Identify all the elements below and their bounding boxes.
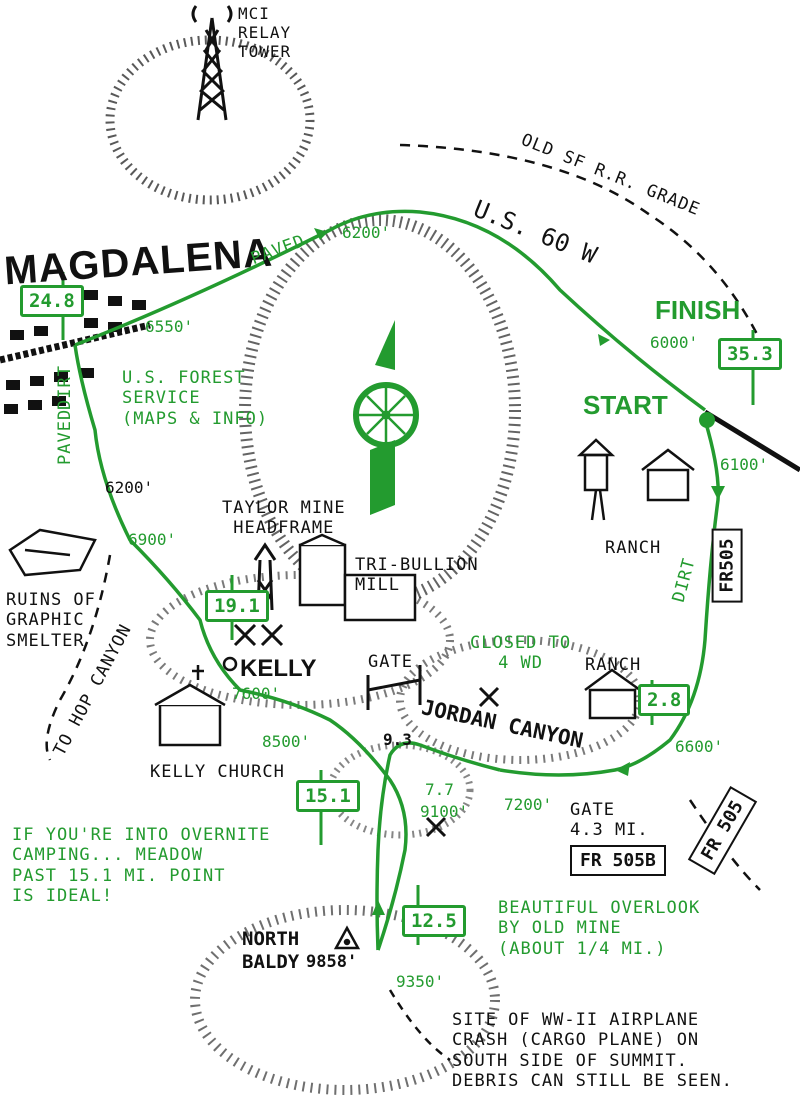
summit-triangle-icon [333, 925, 361, 950]
start-marker [699, 412, 715, 428]
kelly-label: KELLY [240, 655, 317, 682]
taylor-mine-label: TAYLOR MINE HEADFRAME [222, 498, 346, 539]
elevation-label: 6000' [650, 333, 699, 352]
mileage-label: 7.7 [425, 780, 454, 799]
tower-label: MCI RELAY TOWER [238, 4, 292, 62]
overlook-note: BEAUTIFUL OVERLOOK BY OLD MINE (ABOUT 1/… [498, 898, 701, 959]
route-arrow [615, 762, 630, 776]
gate-label: GATE [368, 652, 413, 672]
elevation-label: 6200' [105, 478, 154, 497]
church-icon [154, 665, 226, 747]
north-baldy-elev: 9858' [306, 952, 358, 972]
us60-east [703, 409, 800, 473]
gate-icon [366, 665, 422, 710]
tri-bullion-label: TRI-BULLION MILL [355, 555, 479, 596]
north-arrow-icon [353, 320, 419, 515]
elevation-label: 6900' [128, 530, 177, 549]
magdalena-street [0, 321, 151, 364]
fr505-sign: FR505 [711, 528, 743, 603]
route-arrow [314, 228, 328, 240]
milepost-sign: 15.1 [296, 780, 360, 812]
fr505b-sign: FR 505B [570, 845, 666, 876]
elevation-label: 7200' [504, 795, 553, 814]
route-arrow [372, 900, 385, 915]
mileage-label: 9.3 [383, 730, 412, 749]
kelly-hill [146, 571, 454, 709]
milepost-sign: 24.8 [20, 285, 84, 317]
route-arrow [598, 334, 610, 346]
closed-label: CLOSED TO 4 WD [470, 633, 572, 674]
ranch-house-icon [584, 668, 641, 720]
mill-building-icon [298, 533, 417, 622]
milepost-sign: 2.8 [638, 684, 691, 716]
ranch-label: RANCH [605, 538, 662, 558]
elevation-label: 6200' [342, 223, 391, 242]
route-paved-top [74, 209, 707, 412]
elevation-label: 6600' [675, 737, 724, 756]
baldy-hill [190, 905, 500, 1095]
route-arrow [711, 486, 725, 500]
ranch-house-icon [576, 438, 695, 521]
ranch-label: RANCH [585, 655, 642, 675]
crash-note: SITE OF WW-II AIRPLANE CRASH (CARGO PLAN… [452, 1010, 733, 1092]
dirt-left-label: DIRT [55, 365, 75, 410]
elevation-label: 9100' [420, 802, 469, 821]
elevation-label: 8500' [262, 732, 311, 751]
rr-grade-line [399, 143, 762, 341]
central-hill [239, 214, 521, 606]
tower-hill [105, 35, 315, 205]
north-baldy-label: NORTH BALDY [242, 928, 300, 973]
relay-tower-icon [191, 5, 233, 121]
milepost-sign: 19.1 [205, 590, 269, 622]
elevation-label: 6100' [720, 455, 769, 474]
baldy-trail [388, 989, 451, 1062]
milepost-sign: 12.5 [402, 905, 466, 937]
elevation-label: 7600' [232, 684, 281, 703]
paved-left-label: PAVED [55, 408, 75, 465]
mine-headframe-icon [253, 542, 277, 611]
route-kelly-link [73, 344, 408, 951]
forest-service-label: U.S. FOREST SERVICE (MAPS & INFO) [122, 368, 269, 429]
elevation-label: 9350' [396, 972, 445, 991]
ruins-label: RUINS OF GRAPHIC SMELTER [6, 590, 96, 651]
hop-canyon-road [45, 554, 112, 761]
gate-label: GATE 4.3 mi. [570, 800, 649, 841]
ruins-icon [8, 528, 97, 577]
start-label: START [583, 390, 668, 420]
elevation-label: 6550' [145, 317, 194, 336]
camping-note: IF YOU'RE INTO OVERNITE CAMPING... MEADO… [12, 825, 271, 907]
kelly-marker [222, 656, 238, 672]
finish-label: FINISH [655, 295, 741, 325]
kelly-church-label: KELLY CHURCH [150, 762, 285, 782]
mine-symbol-icon [233, 623, 500, 838]
milepost-sign: 35.3 [718, 338, 782, 370]
route-jordan [375, 741, 501, 951]
